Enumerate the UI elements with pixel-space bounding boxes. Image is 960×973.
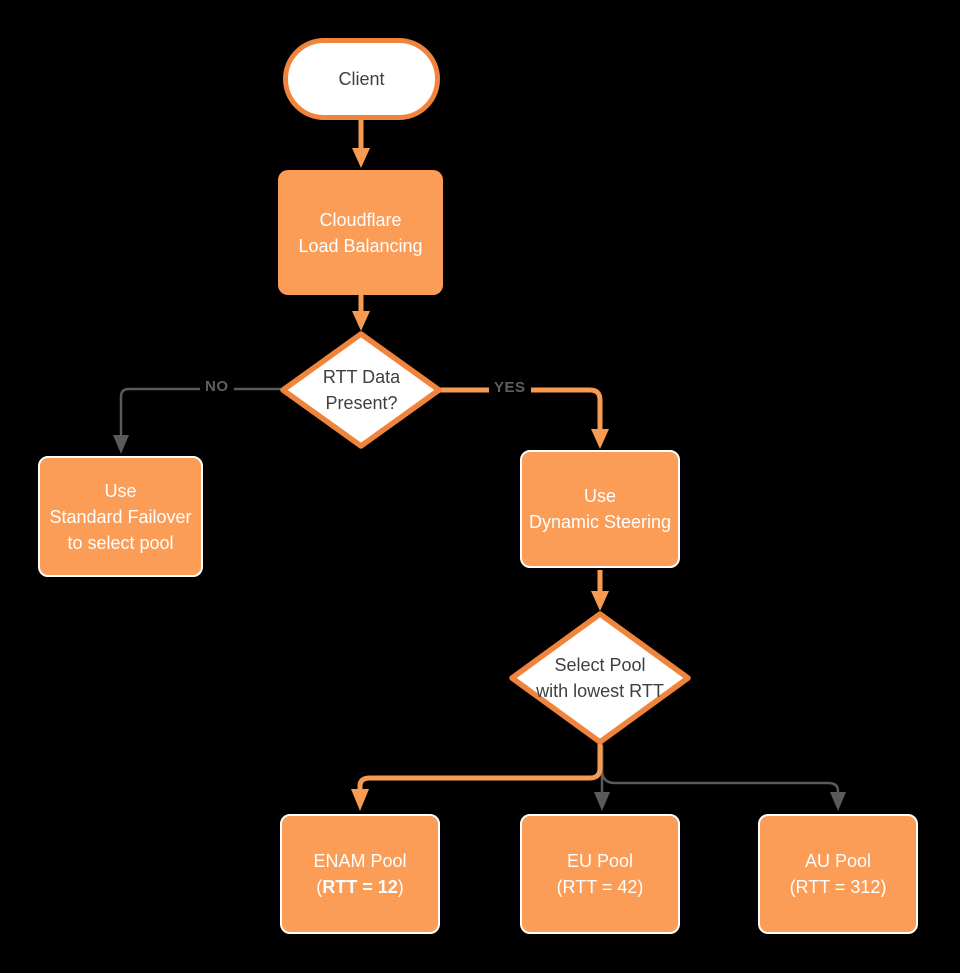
edge-yes-branch [440, 387, 609, 449]
node-load-balancer-line1: Cloudflare [319, 209, 402, 230]
edge-loadbalancer-to-rttdecision [352, 295, 370, 331]
rtt-decision-line2: Present? [325, 393, 398, 413]
enam-pool-rtt-value: RTT = 12 [322, 877, 398, 897]
edge-steering-to-selectpool [591, 570, 609, 611]
eu-pool-line1: EU Pool [566, 851, 634, 871]
node-client: Client [283, 38, 440, 120]
node-select-pool-label: Select Pool with lowest RTT [512, 614, 688, 742]
select-pool-line1: Select Pool [554, 655, 646, 675]
dynamic-steering-line1: Use [583, 486, 616, 506]
node-load-balancer-line2: Load Balancing [298, 235, 423, 256]
standard-failover-line3: to select pool [67, 532, 174, 553]
enam-pool-paren-open: ( [316, 877, 323, 897]
edge-client-to-loadbalancer [352, 120, 370, 168]
edge-label-yes: YES [489, 379, 531, 397]
edge-selectpool-to-eu [594, 745, 610, 811]
node-dynamic-steering: Use Dynamic Steering [520, 450, 680, 568]
node-load-balancer: Cloudflare Load Balancing [278, 170, 443, 295]
edge-no-branch [113, 387, 283, 454]
au-pool-line1: AU Pool [804, 851, 872, 871]
edge-selectpool-to-enam [351, 743, 603, 811]
eu-pool-line2: (RTT = 42) [556, 877, 644, 897]
standard-failover-line2: Standard Failover [49, 506, 192, 527]
au-pool-line2: (RTT = 312) [789, 877, 887, 897]
rtt-decision-line1: RTT Data [322, 367, 401, 387]
enam-pool-line1: ENAM Pool [313, 851, 407, 871]
edge-selectpool-to-au [600, 745, 846, 811]
node-rtt-decision-label: RTT Data Present? [283, 334, 440, 446]
dynamic-steering-line2: Dynamic Steering [528, 512, 672, 532]
node-client-label: Client [338, 69, 385, 89]
enam-pool-line2: (RTT = 12) [316, 874, 404, 900]
node-eu-pool: EU Pool (RTT = 42) [520, 814, 680, 934]
edge-label-no: NO [200, 378, 234, 396]
node-enam-pool: ENAM Pool (RTT = 12) [280, 814, 440, 934]
select-pool-line2: with lowest RTT [536, 681, 664, 701]
node-standard-failover: Use Standard Failover to select pool [38, 456, 203, 577]
node-au-pool: AU Pool (RTT = 312) [758, 814, 918, 934]
enam-pool-paren-close: ) [397, 877, 404, 897]
standard-failover-line1: Use [104, 480, 137, 501]
